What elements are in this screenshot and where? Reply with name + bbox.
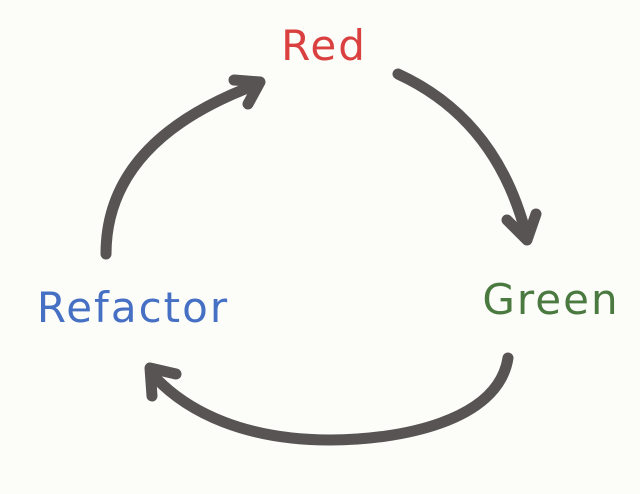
stage-label-green: Green: [482, 275, 619, 324]
arrow-red-to-green-head: [501, 208, 542, 246]
stage-label-refactor: Refactor: [37, 283, 229, 332]
arrow-red-to-green: [392, 68, 542, 246]
arrow-refactor-to-red-shaft: [100, 78, 264, 260]
arrow-red-to-green-shaft: [392, 68, 533, 244]
arrow-green-to-refactor: [144, 352, 514, 446]
arrow-refactor-to-red: [100, 74, 266, 260]
arrow-green-to-refactor-shaft: [146, 352, 514, 446]
stage-label-red: Red: [281, 21, 367, 70]
arrow-green-to-refactor-head: [144, 362, 182, 402]
arrow-refactor-to-red-head: [228, 74, 266, 110]
